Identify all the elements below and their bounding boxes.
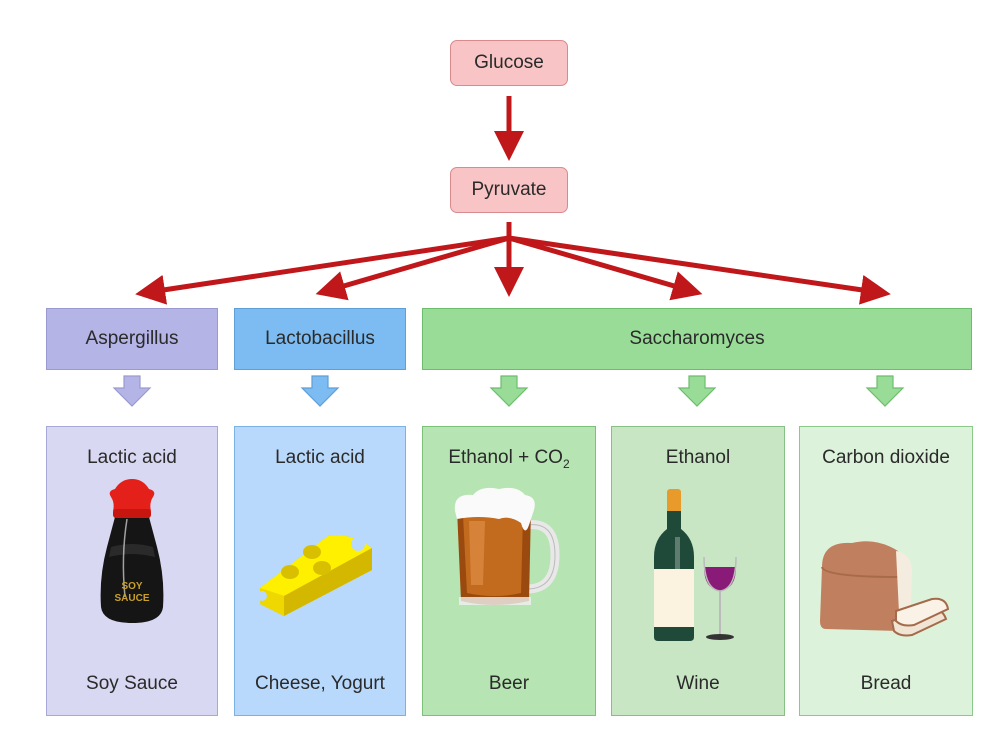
down-arrow-aspergillus	[112, 375, 152, 407]
down-arrow-bread	[865, 375, 905, 407]
down-arrow-lactobacillus	[300, 375, 340, 407]
product-card-bread: Carbon dioxide Bread	[799, 426, 973, 716]
beer-mug-icon	[454, 487, 560, 605]
product-label: Carbon dioxide	[822, 447, 950, 468]
glucose-label: Glucose	[474, 52, 544, 73]
pyruvate-node: Pyruvate	[450, 167, 568, 213]
arrow-to-wine	[508, 235, 703, 301]
arrow-to-aspergillus	[135, 235, 510, 305]
cheese-icon	[257, 535, 372, 616]
product-card-beer: Ethanol + CO2 Beer	[422, 426, 596, 716]
organism-lactobacillus: Lactobacillus	[234, 308, 406, 370]
arrow-to-bread	[508, 235, 891, 305]
product-card-cheese-yogurt: Lactic acid Cheese, Yogurt	[234, 426, 406, 716]
wine-bottle-glass-icon	[654, 489, 737, 641]
product-card-wine: Ethanol Wine	[611, 426, 785, 716]
organism-label: Aspergillus	[85, 328, 179, 349]
organism-aspergillus: Aspergillus	[46, 308, 218, 370]
organism-label: Saccharomyces	[629, 328, 765, 349]
product-label: Ethanol	[665, 447, 731, 468]
food-label: Wine	[676, 673, 720, 694]
down-arrow-beer	[489, 375, 529, 407]
product-label: Ethanol + CO2	[448, 447, 570, 471]
svg-text:SOY: SOY	[121, 581, 142, 592]
food-label: Soy Sauce	[86, 673, 178, 694]
organism-label: Lactobacillus	[265, 328, 375, 349]
product-card-soy-sauce: Lactic acid SOY SAUCE Soy Sauce	[46, 426, 218, 716]
arrow-to-lactobacillus	[315, 235, 510, 301]
glucose-node: Glucose	[450, 40, 568, 86]
down-arrow-wine	[677, 375, 717, 407]
pyruvate-label: Pyruvate	[471, 179, 547, 200]
organism-saccharomyces: Saccharomyces	[422, 308, 972, 370]
bread-loaf-icon	[820, 541, 950, 637]
food-label: Bread	[860, 673, 912, 694]
food-label: Cheese, Yogurt	[255, 673, 385, 694]
product-label: Lactic acid	[275, 447, 365, 468]
svg-text:SAUCE: SAUCE	[114, 593, 149, 604]
product-label: Lactic acid	[87, 447, 177, 468]
food-label: Beer	[488, 673, 530, 694]
soy-sauce-bottle-icon: SOY SAUCE	[100, 479, 164, 623]
